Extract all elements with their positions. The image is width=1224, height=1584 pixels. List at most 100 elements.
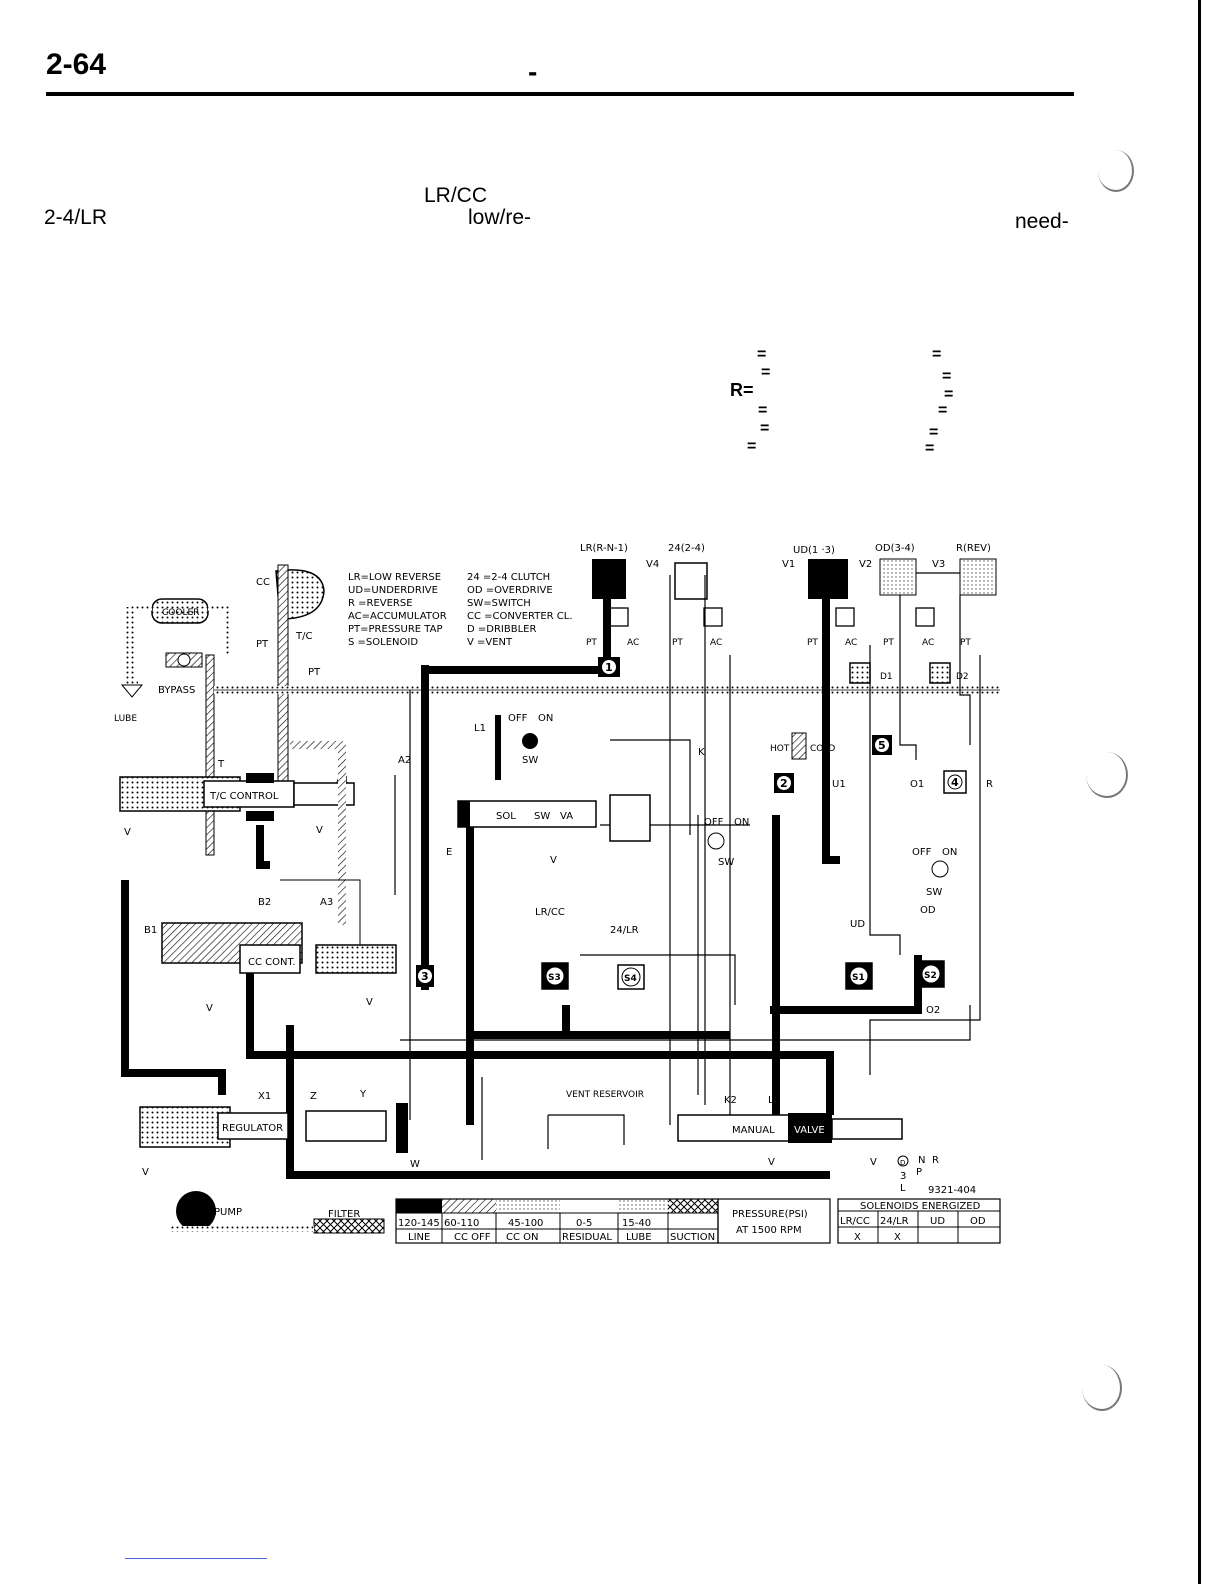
diagram-label: U1: [832, 779, 846, 790]
scan-mark: [1086, 752, 1128, 798]
diagram-label: V: [206, 1003, 213, 1014]
clutch-od-label: OD(3-4): [875, 543, 915, 554]
diagram-label: S1: [852, 973, 865, 983]
hydraulic-schematic: LR=LOW REVERSE UD=UNDERDRIVE R =REVERSE …: [114, 543, 1001, 1244]
diagram-label: T/C: [295, 631, 312, 642]
diagram-label: V: [870, 1157, 877, 1168]
circle-number: 3: [421, 970, 429, 983]
diagram-label: T: [217, 759, 225, 770]
page-number: 2-64: [46, 48, 107, 81]
diagram-label: LR/CC: [535, 907, 565, 918]
vent-label: V3: [932, 559, 945, 570]
diagram-label: SOL: [496, 811, 516, 822]
diagram-label: VALVE: [794, 1125, 825, 1136]
cc-cont-label: CC CONT.: [248, 957, 296, 968]
diagram-label: V: [550, 855, 557, 866]
diagram-label: RESIDUAL: [562, 1232, 612, 1243]
diagram-label: 3: [900, 1171, 906, 1182]
ud-clutch: [808, 559, 848, 599]
clutch-ud-label: UD(1 ·3): [793, 545, 835, 556]
legend-r-equals: R=: [730, 380, 754, 400]
diagram-label: SUCTION: [670, 1232, 715, 1243]
diagram-label: A3: [320, 897, 333, 908]
reverse-clutch: [959, 558, 997, 596]
scan-mark: [1098, 150, 1134, 192]
diagram-label: P: [916, 1167, 922, 1178]
diagram-label: S3: [548, 973, 561, 983]
header-rule: [46, 92, 1074, 96]
diagram-label: HOT: [770, 744, 790, 754]
clutch-24-label: 24(2-4): [668, 543, 705, 554]
diagram-label: K2: [724, 1095, 737, 1106]
diagram-label: PUMP: [214, 1207, 242, 1218]
diagram-label: SOLENOIDS ENERGIZED: [860, 1201, 981, 1212]
cc-cont-valve: [239, 944, 301, 974]
solenoid-switch-valve: [457, 800, 597, 828]
diagram-label: S2: [924, 971, 937, 981]
diagram-label: PT: [960, 638, 971, 648]
legend-entry: V =VENT: [467, 637, 513, 648]
diagram-label: UD: [850, 919, 865, 930]
diagram-label: SW: [522, 755, 538, 766]
diagram-label: CC ON: [506, 1232, 539, 1243]
legend-entry: 24 =2-4 CLUTCH: [467, 572, 550, 583]
diagram-label: ON: [538, 713, 553, 724]
diagram-label: LINE: [408, 1232, 430, 1243]
legend-entry: S =SOLENOID: [348, 637, 418, 648]
lr-clutch: [592, 559, 626, 599]
diagram-label: R: [986, 779, 993, 790]
diagram-label: B2: [258, 897, 271, 908]
diagram-label: SW: [534, 811, 550, 822]
diagram-label: R: [932, 1155, 939, 1166]
diagram-label: AC: [710, 638, 722, 648]
diagram-label: FILTER: [328, 1209, 360, 1220]
equals-sign: =: [944, 386, 954, 403]
diagram-label: Y: [359, 1089, 367, 1100]
diagram-label: L1: [474, 723, 486, 734]
diagram-label: 60-110: [444, 1218, 479, 1229]
diagram-label: X: [894, 1232, 901, 1243]
diagram-label: B1: [144, 925, 157, 936]
diagram-label: PT: [308, 667, 321, 678]
scan-mark: [1082, 1365, 1122, 1411]
equals-sign: =: [757, 346, 767, 363]
right-margin-rule: [1198, 0, 1201, 1584]
pressure-table: 120-145 60-110 45-100 0-5 15-40 LINE CC …: [395, 1198, 831, 1244]
footer-link-line: [125, 1558, 267, 1559]
diagram-label: OFF: [508, 713, 528, 724]
legend-entry: UD=UNDERDRIVE: [348, 585, 438, 596]
equals-sign: =: [760, 420, 770, 437]
diagram-label: SW: [718, 857, 734, 868]
figure-code: 9321-404: [928, 1185, 976, 1196]
diagram-label: X1: [258, 1091, 271, 1102]
bypass-label: BYPASS: [158, 685, 195, 696]
diagram-label: VA: [560, 811, 573, 822]
diagram-label: V: [366, 997, 373, 1008]
diagram-label: PT: [256, 639, 269, 650]
vent-label: V2: [859, 559, 872, 570]
equals-sign: =: [758, 402, 768, 419]
24-clutch: [674, 562, 708, 600]
diagram-label: O2: [926, 1005, 940, 1016]
lube-label: LUBE: [114, 714, 137, 724]
abbreviation-legend: LR=LOW REVERSE UD=UNDERDRIVE R =REVERSE …: [348, 572, 573, 648]
legend-entry: PT=PRESSURE TAP: [348, 624, 442, 635]
equals-sign: =: [747, 438, 757, 455]
diagram-label: AC: [845, 638, 857, 648]
cooler-box: [151, 598, 209, 624]
diagram-label: 24/LR: [880, 1216, 909, 1227]
vent-label: V1: [782, 559, 795, 570]
diagram-label: 120-145: [398, 1218, 440, 1229]
diagram-label: CC OFF: [454, 1232, 491, 1243]
text-fragment-low-re: low/re-: [468, 206, 532, 229]
legend-entry: OD =OVERDRIVE: [467, 585, 553, 596]
tc-control-label: T/C CONTROL: [209, 791, 279, 802]
diagram-label: SW: [926, 887, 942, 898]
equals-sign: =: [938, 402, 948, 419]
clutch-rev-label: R(REV): [956, 543, 991, 554]
diagram-label: AT 1500 RPM: [736, 1225, 802, 1236]
vent-reservoir-label: VENT RESERVOIR: [566, 1090, 644, 1100]
equals-sign: =: [925, 440, 935, 457]
legend-entry: D =DRIBBLER: [467, 624, 536, 635]
circle-number: 4: [951, 776, 959, 789]
